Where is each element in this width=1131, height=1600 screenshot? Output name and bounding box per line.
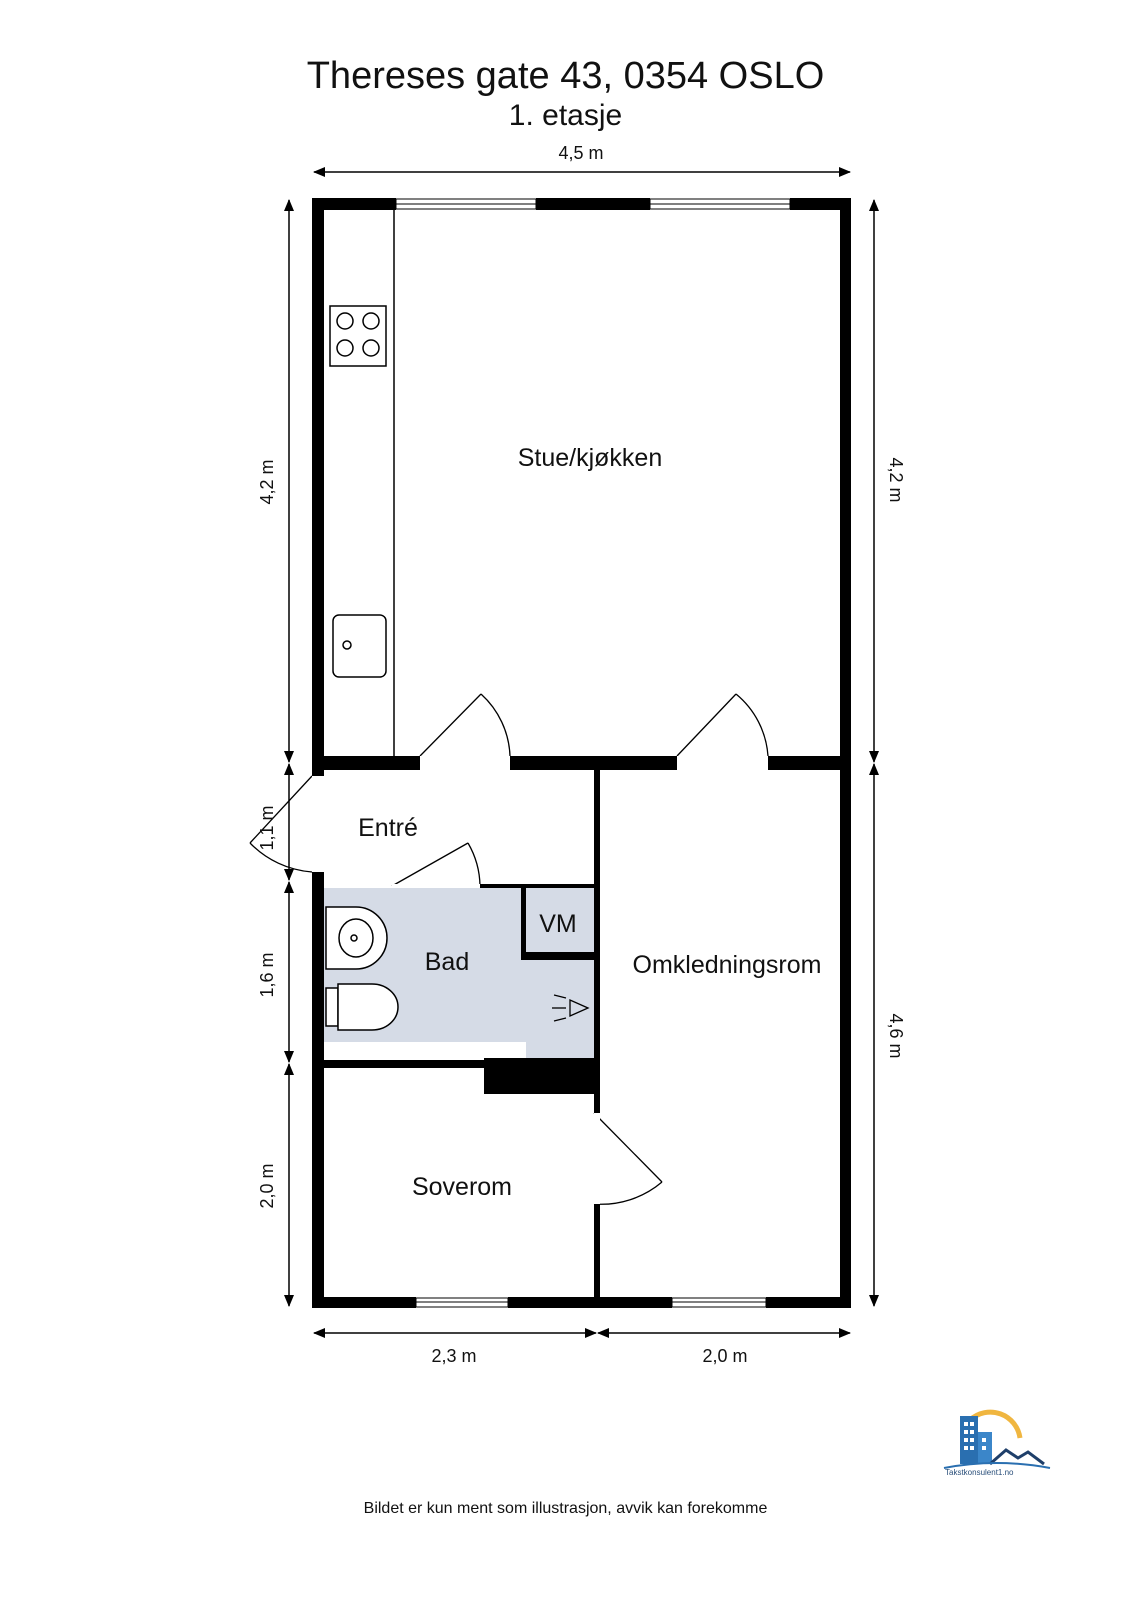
- dimension-bottom-soverom: 2,3 m: [431, 1346, 476, 1366]
- exterior-walls: [312, 198, 851, 1308]
- kitchen-counter: [329, 210, 395, 756]
- shower-drain: [552, 994, 590, 1022]
- dimension-lines: [284, 167, 879, 1338]
- toilet: [325, 983, 399, 1031]
- kitchen-sink: [332, 614, 387, 678]
- interior-walls: [324, 756, 840, 1297]
- doors: [249, 693, 769, 1205]
- floor-subtitle: 1. etasje: [508, 99, 623, 132]
- dimension-left-bad: 1,6 m: [257, 952, 277, 997]
- room-label-soverom: Soverom: [412, 1173, 512, 1201]
- disclaimer-text: Bildet er kun ment som illustrasjon, avv…: [363, 1500, 768, 1517]
- room-label-stue: Stue/kjøkken: [518, 444, 663, 472]
- room-label-vm: VM: [539, 910, 577, 938]
- dimension-right-stue: 4,2 m: [886, 457, 906, 502]
- room-label-entre: Entré: [358, 814, 418, 842]
- dimension-left-stue: 4,2 m: [257, 459, 277, 504]
- page-title: Thereses gate 43, 0354 OSLO: [306, 55, 825, 97]
- logo-text: Takstkonsulent1.no: [945, 1468, 1014, 1477]
- bathroom-sink: [325, 906, 388, 970]
- takstkonsulent-logo: [943, 1409, 1051, 1469]
- windows: [395, 198, 791, 1308]
- dimension-bottom-omkledningsrom: 2,0 m: [702, 1346, 747, 1366]
- dimension-right-omkledningsrom: 4,6 m: [886, 1013, 906, 1058]
- room-label-bad: Bad: [425, 948, 469, 976]
- dimension-left-soverom: 2,0 m: [257, 1163, 277, 1208]
- dimension-left-entre: 1,1 m: [257, 805, 277, 850]
- dimension-top-width: 4,5 m: [558, 143, 603, 163]
- room-label-omkledningsrom: Omkledningsrom: [633, 951, 822, 979]
